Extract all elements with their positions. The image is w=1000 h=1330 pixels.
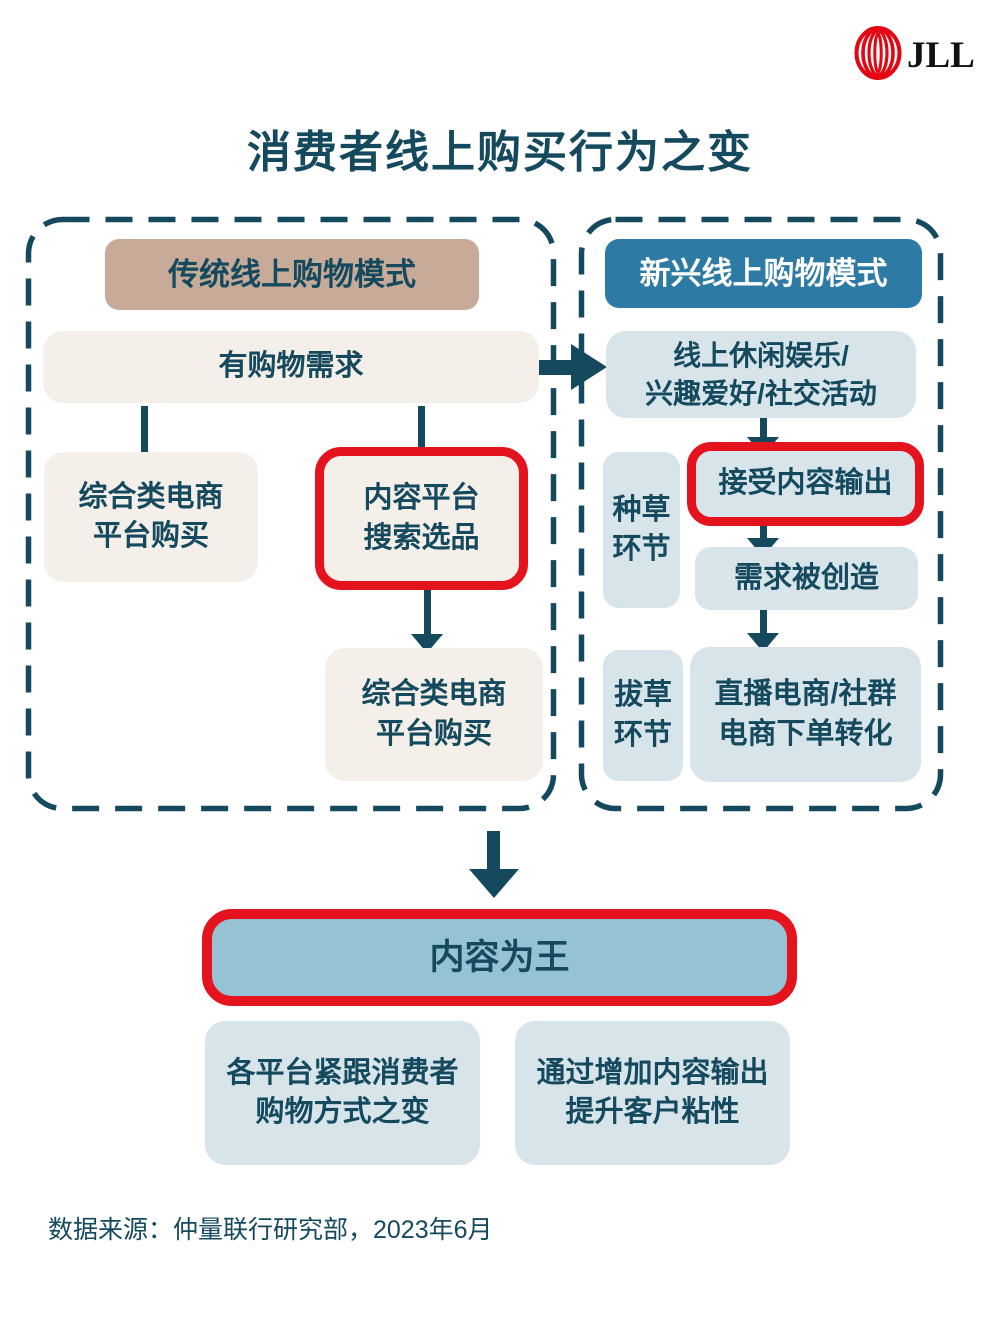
arrow-right-icon	[571, 344, 607, 390]
data-source-note: 数据来源：仲量联行研究部，2023年6月	[48, 1216, 493, 1244]
content-search-node: 内容平台 搜索选品	[315, 447, 528, 590]
arrow-right-stem	[539, 360, 575, 375]
arrow-down-stem	[760, 610, 767, 636]
connector-line-right	[418, 406, 425, 447]
conclusion-headline: 内容为王	[202, 909, 797, 1006]
emerging-dashed-container	[578, 216, 944, 812]
conclusion-point-left: 各平台紧跟消费者 购物方式之变	[205, 1021, 480, 1165]
demand-created-node: 需求被创造	[695, 547, 918, 610]
big-arrow-down-stem	[487, 831, 500, 872]
jll-rings-icon	[854, 26, 902, 80]
big-arrow-down-icon	[469, 869, 519, 898]
receive-content-node: 接受内容输出	[687, 442, 924, 526]
harvest-stage-label: 拔草 环节	[603, 650, 683, 781]
jll-logo: JLL	[854, 26, 975, 80]
arrow-down-stem	[760, 418, 767, 440]
emerging-header: 新兴线上购物模式	[605, 239, 922, 308]
seeding-stage-label: 种草 环节	[603, 452, 680, 608]
arrow-down-stem	[760, 523, 767, 541]
arrow-down-stem	[424, 590, 431, 636]
need-node: 有购物需求	[43, 331, 539, 403]
traditional-header: 传统线上购物模式	[105, 239, 479, 310]
page-title: 消费者线上购买行为之变	[247, 128, 753, 177]
conclusion-point-right: 通过增加内容输出 提升客户粘性	[515, 1021, 790, 1165]
connector-line-left	[141, 406, 148, 452]
platform-purchase-2-node: 综合类电商 平台购买	[325, 648, 543, 781]
jll-logo-text: JLL	[907, 35, 975, 76]
leisure-node: 线上休闲娱乐/ 兴趣爱好/社交活动	[606, 331, 916, 418]
traditional-dashed-container	[25, 216, 557, 812]
conversion-node: 直播电商/社群 电商下单转化	[690, 647, 921, 782]
platform-purchase-node: 综合类电商 平台购买	[44, 452, 258, 582]
